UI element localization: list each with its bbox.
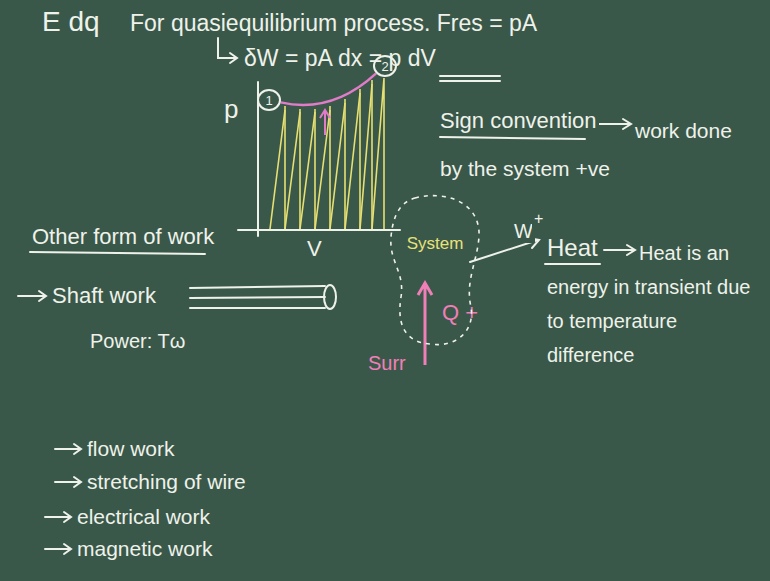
board-text: Surr: [366, 352, 408, 375]
board-text: Heat: [545, 234, 600, 262]
state-point: 2: [373, 55, 397, 77]
board-text: +: [532, 210, 545, 228]
node-text: 2: [381, 59, 388, 74]
blob-outline: [385, 192, 485, 350]
board-text: Other form of work: [30, 224, 216, 249]
process-curve: [281, 73, 376, 105]
board-text: magnetic work: [75, 537, 214, 561]
board-text: Sign convention: [438, 108, 599, 133]
board-text: Heat is an energy in transient due to te…: [545, 236, 769, 372]
board-text: V: [305, 236, 324, 261]
board-text: E dq: [40, 6, 102, 38]
board-text: For quasiequilibrium process. Fres = pA: [128, 10, 539, 36]
board-text: Power: Tω: [88, 330, 187, 353]
system-boundary: System: [385, 192, 485, 350]
board-text: flow work: [85, 437, 177, 461]
node-text: System: [407, 234, 464, 254]
board-text: Q +: [440, 300, 480, 325]
board-text: δW = pA dx = p dV: [242, 45, 438, 71]
board-text: electrical work: [75, 505, 212, 529]
board-text: work done by the system +ve: [438, 112, 752, 188]
node-text: 1: [265, 93, 272, 108]
board-text: p: [222, 95, 240, 125]
state-point: 1: [257, 89, 281, 111]
board-text: Shaft work: [50, 283, 158, 308]
board-text: stretching of wire: [85, 470, 248, 494]
